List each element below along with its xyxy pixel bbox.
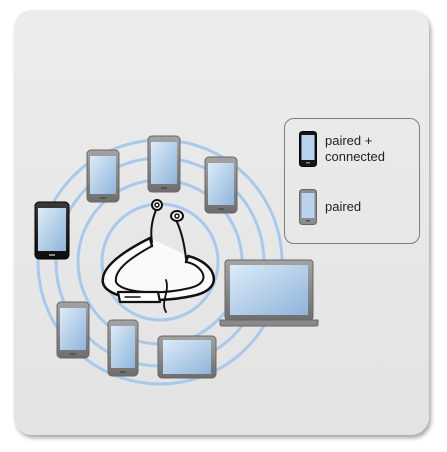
smartphone-icon	[147, 135, 181, 193]
connected-smartphone-icon	[34, 201, 70, 260]
tablet-icon	[157, 335, 217, 379]
neckband-headset-icon	[101, 199, 216, 313]
legend-item-paired: paired	[299, 189, 415, 225]
smartphone-icon	[86, 149, 120, 203]
legend-item-connected: paired + connected	[299, 131, 415, 167]
smartphone-icon	[56, 301, 90, 359]
diagram-panel	[14, 10, 429, 435]
smartphone-icon	[107, 319, 139, 377]
legend-connected-label: paired + connected	[325, 133, 385, 164]
laptop-icon	[219, 259, 319, 327]
smartphone-icon	[204, 156, 238, 214]
smartphone-icon	[299, 189, 317, 225]
legend-paired-label: paired	[325, 199, 362, 214]
connected-smartphone-icon	[299, 131, 317, 167]
legend-box: paired + connected paired	[284, 118, 420, 244]
